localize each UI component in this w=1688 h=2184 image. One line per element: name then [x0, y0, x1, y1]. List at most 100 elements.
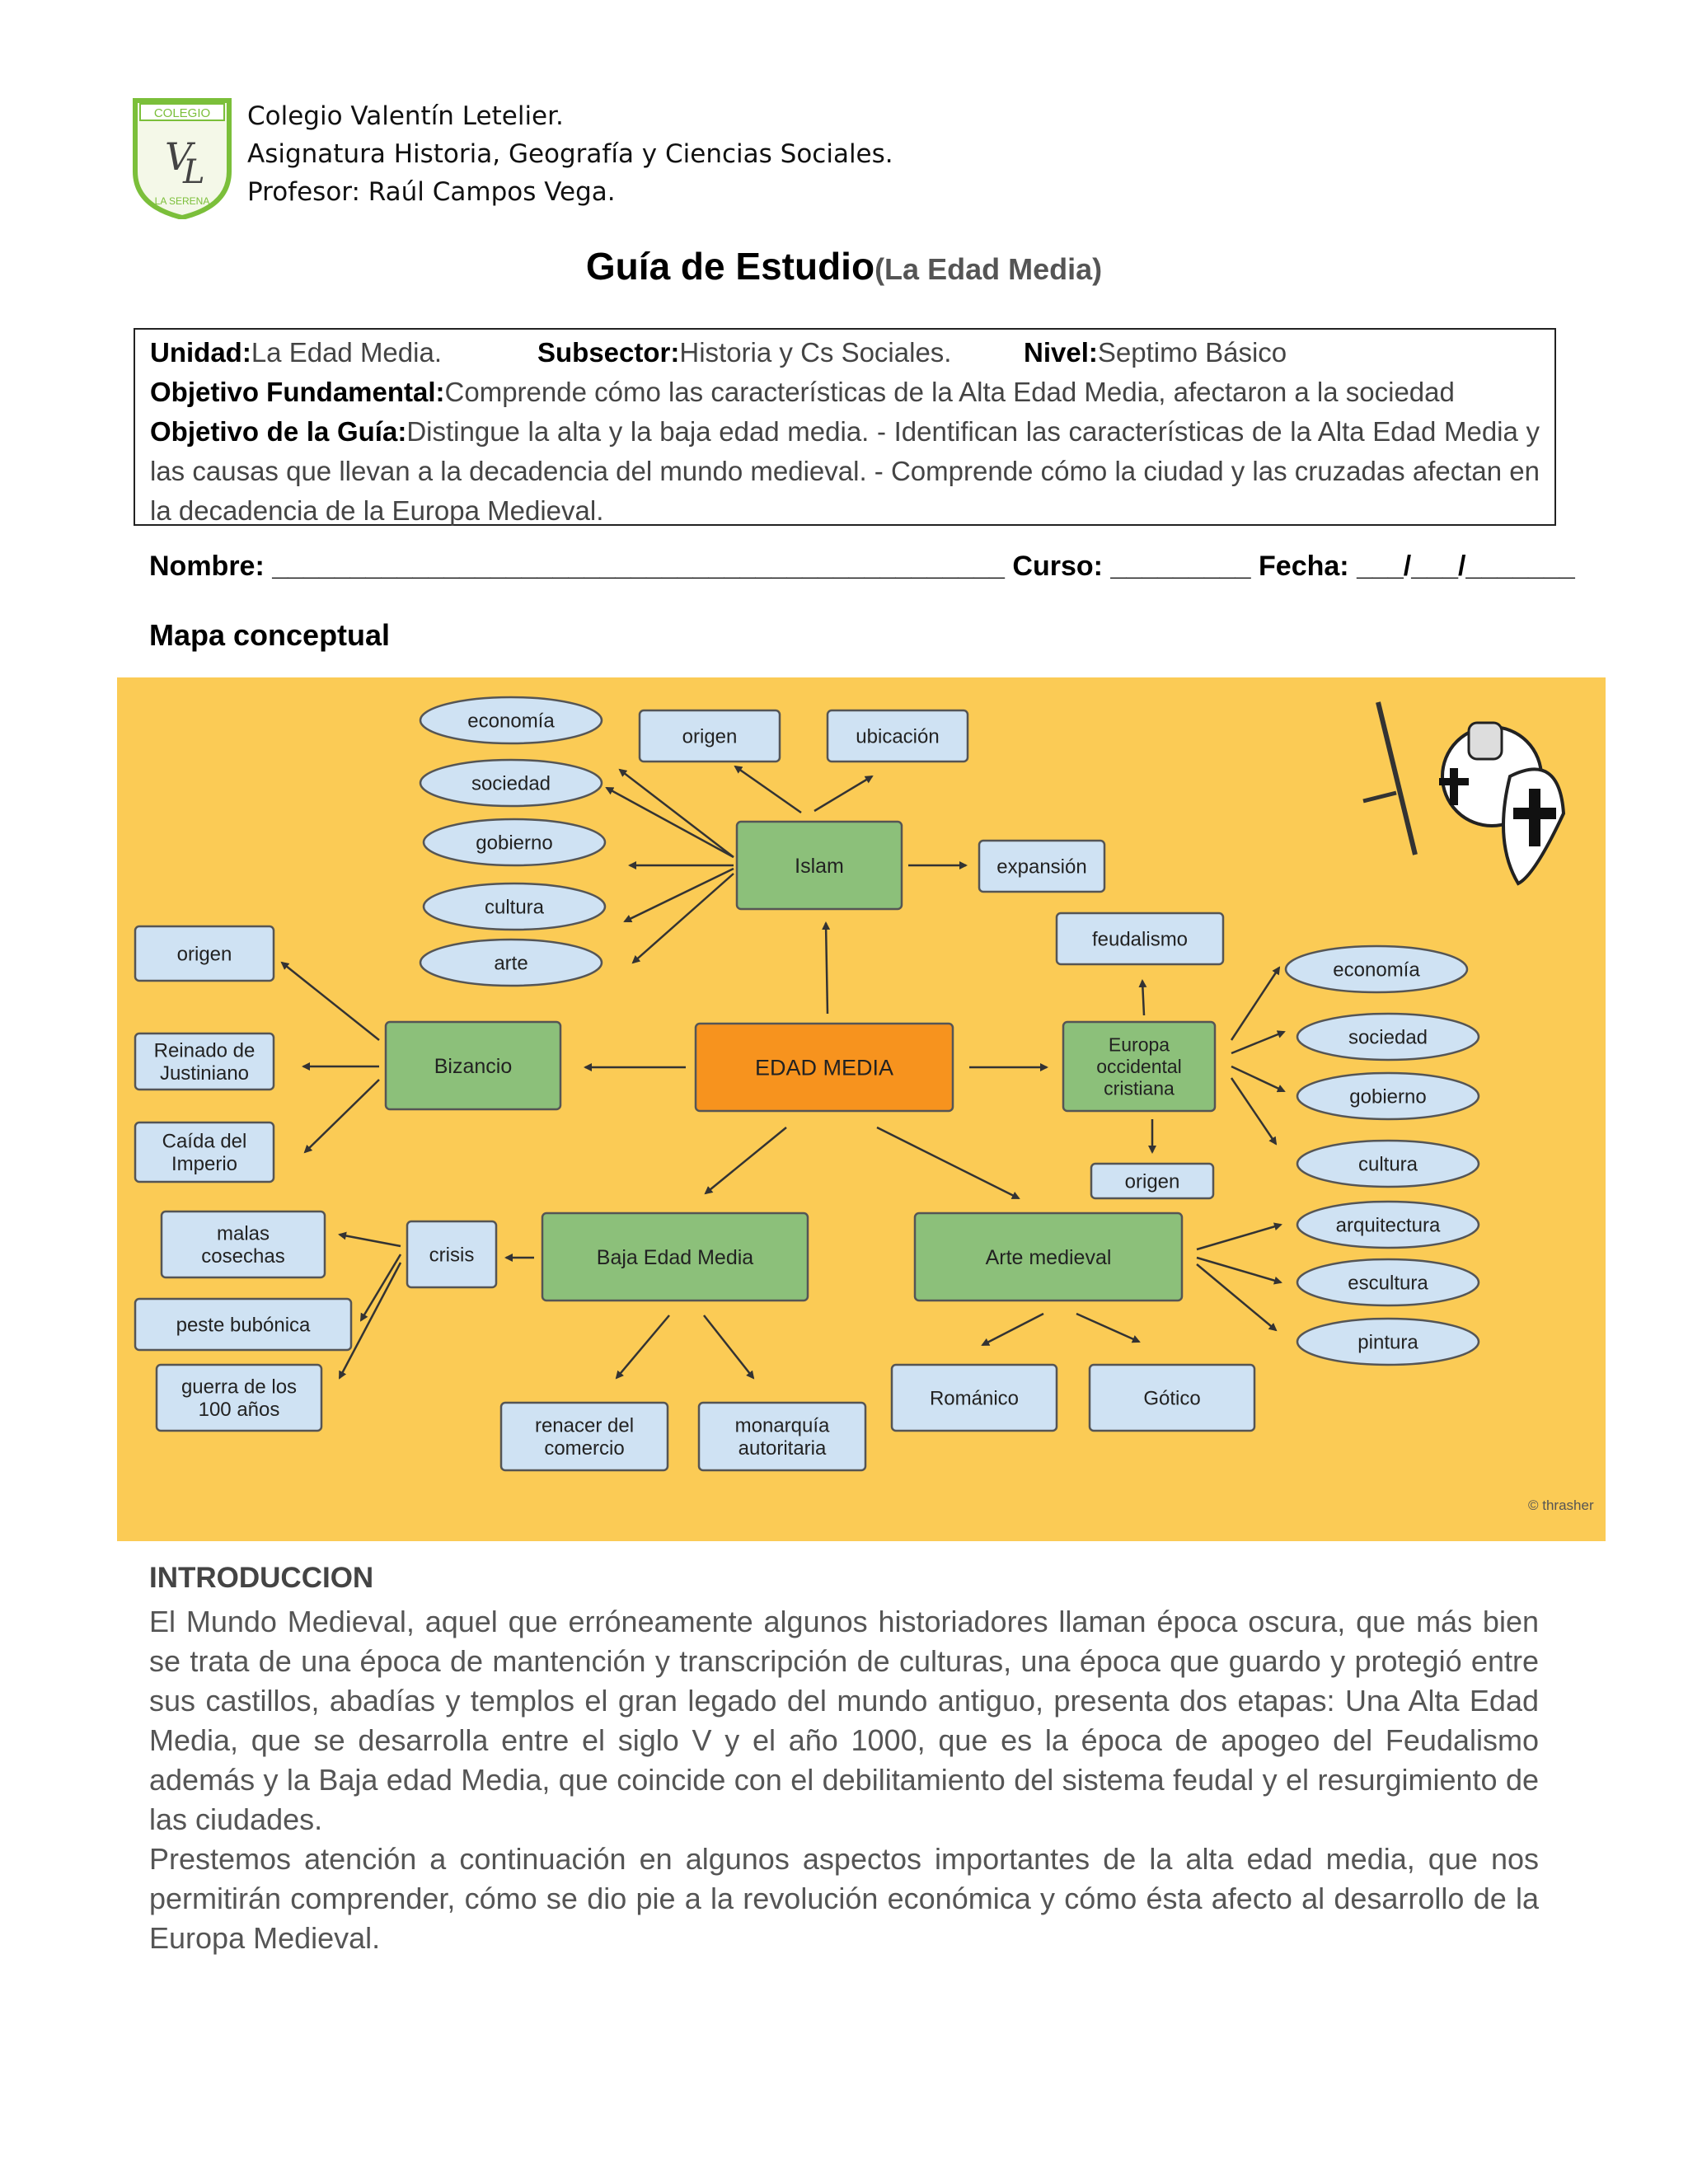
oval-islam-4: [419, 938, 603, 987]
oval-islam-0: [419, 696, 603, 745]
box-bizancio-1: [134, 1032, 275, 1091]
map-arrow: [1196, 1222, 1282, 1251]
unidad-label: Unidad:: [150, 337, 251, 368]
title-main: Guía de Estudio: [585, 245, 875, 288]
teacher-name: Profesor: Raúl Campos Vega.: [247, 177, 616, 207]
nivel-value: Septimo Básico: [1097, 337, 1287, 368]
map-arrow: [1230, 966, 1281, 1041]
objetivo-guia: Objetivo de la Guía:Distingue la alta y …: [150, 416, 1540, 526]
box-islam-0: [638, 709, 781, 763]
node-label: origen: [682, 725, 738, 748]
map-arrow: [704, 1127, 787, 1195]
box-crisis-0: [160, 1210, 326, 1279]
node-label: peste bubónica: [176, 1314, 311, 1336]
node-label: comercio: [544, 1437, 624, 1460]
node-label: economía: [1333, 958, 1420, 981]
node-label: renacer del: [535, 1415, 634, 1437]
objetivo-fundamental: Objetivo Fundamental:Comprende cómo las …: [150, 377, 1455, 407]
node-label: Baja Edad Media: [597, 1246, 754, 1269]
oval-arte-2: [1296, 1317, 1480, 1366]
node-label: escultura: [1348, 1272, 1428, 1294]
box-europa-origen: [1090, 1162, 1215, 1200]
school-logo: COLEGIO V L LA SERENA: [133, 98, 232, 219]
concept-map: EDAD MEDIAIslamBizancioEuropaoccidentalc…: [117, 677, 1606, 1541]
subject-name: Asignatura Historia, Geografía y Ciencia…: [247, 139, 893, 169]
node-label: economía: [467, 710, 555, 732]
node-label: gobierno: [476, 832, 552, 854]
node-label: Gótico: [1143, 1387, 1200, 1409]
node-label: Arte medieval: [986, 1246, 1112, 1269]
map-arrow: [605, 786, 734, 859]
box-baja-1: [697, 1401, 867, 1472]
box-crisis-2: [155, 1363, 323, 1432]
node-label: cosechas: [201, 1245, 284, 1268]
intro-paragraph-2: Prestemos atención a continuación en alg…: [149, 1842, 1539, 1955]
map-arrow: [1196, 1256, 1282, 1285]
info-row: Unidad:La Edad Media.Subsector:Historia …: [150, 333, 1540, 373]
box-baja-0: [499, 1401, 669, 1472]
node-label: Justiniano: [160, 1062, 249, 1085]
map-arrow: [876, 1126, 1020, 1200]
map-arrow: [338, 1231, 401, 1248]
map-arrow: [338, 1262, 402, 1380]
node-label: expansión: [996, 855, 1086, 878]
box-arte-1: [1088, 1363, 1256, 1432]
map-arrow: [703, 1315, 755, 1380]
svg-text:L: L: [182, 153, 205, 191]
svg-text:COLEGIO: COLEGIO: [154, 106, 210, 120]
oval-arte-1: [1296, 1258, 1480, 1307]
node-label: monarquía: [735, 1415, 830, 1437]
node-label: origen: [1125, 1170, 1180, 1193]
map-arrow: [734, 765, 802, 814]
map-arrow: [814, 775, 874, 813]
box-crisis-1: [134, 1297, 353, 1352]
node-arte-medieval: [913, 1212, 1184, 1302]
node-islam: [735, 820, 903, 911]
map-arrow: [618, 768, 734, 858]
school-info: Colegio Valentín Letelier. Asignatura Hi…: [247, 97, 893, 211]
box-islam-2: [978, 839, 1106, 893]
node-label: arte: [494, 952, 528, 974]
oval-islam-1: [419, 758, 603, 808]
map-arrow: [359, 1254, 402, 1322]
node-label: malas: [217, 1223, 270, 1245]
node-label: Bizancio: [434, 1055, 513, 1078]
svg-text:LA SERENA: LA SERENA: [155, 195, 210, 207]
node-edad-media: [694, 1022, 954, 1113]
subsector-value: Historia y Cs Sociales.: [679, 337, 952, 368]
oval-arte-0: [1296, 1200, 1480, 1249]
node-label: Islam: [795, 855, 844, 878]
map-arrow: [623, 867, 734, 923]
nivel-label: Nivel:: [1024, 337, 1098, 368]
oval-europa-2: [1296, 1071, 1480, 1121]
node-label: crisis: [429, 1244, 475, 1266]
page-title: Guía de Estudio(La Edad Media): [0, 244, 1688, 288]
unidad-value: La Edad Media.: [251, 337, 442, 368]
map-arrow: [280, 961, 380, 1041]
node-bizancio: [384, 1020, 562, 1111]
knight-illustration: [1362, 701, 1566, 886]
oval-islam-2: [422, 818, 607, 867]
node-label: feudalismo: [1092, 928, 1188, 950]
box-arte-0: [890, 1363, 1058, 1432]
intro-body: El Mundo Medieval, aquel que erróneament…: [149, 1602, 1539, 1958]
node-label: sociedad: [471, 772, 551, 794]
node-label: Europa: [1109, 1034, 1170, 1056]
student-form-line[interactable]: Nombre: ________________________________…: [149, 551, 1575, 582]
node-label: Reinado de: [154, 1040, 256, 1062]
node-label: Imperio: [171, 1153, 237, 1175]
node-europa: [1062, 1020, 1217, 1113]
node-label: cultura: [485, 896, 545, 918]
svg-text:V: V: [165, 134, 196, 179]
map-arrow: [1231, 1065, 1286, 1093]
node-label: autoritaria: [738, 1437, 827, 1460]
oval-islam-3: [422, 882, 607, 931]
node-label: pintura: [1357, 1331, 1418, 1353]
node-label: EDAD MEDIA: [755, 1055, 893, 1080]
map-arrow: [981, 1312, 1044, 1347]
node-label: origen: [177, 943, 232, 965]
node-label: cristiana: [1104, 1078, 1175, 1099]
node-label: occidental: [1096, 1056, 1182, 1077]
school-name: Colegio Valentín Letelier.: [247, 101, 564, 131]
intro-heading: INTRODUCCION: [149, 1562, 374, 1594]
